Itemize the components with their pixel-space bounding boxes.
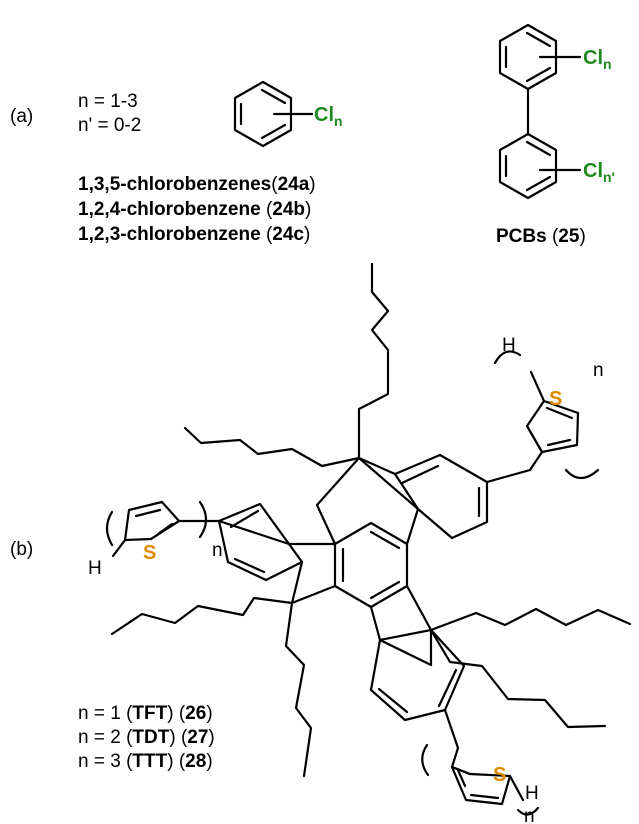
- variant-id: 27: [187, 727, 208, 748]
- sulfur-label-top: S: [549, 388, 562, 410]
- chlorine-label-bottom: Cln': [583, 160, 615, 185]
- variant-28: n = 3 (TTT) (28): [78, 751, 213, 772]
- variant-abbr: TDT: [132, 727, 169, 748]
- pcb-structure: Cln Cln': [498, 23, 615, 200]
- compound-24a: 1,3,5-chlorobenzenes(24a): [78, 174, 316, 195]
- compound-id: 24a: [278, 174, 310, 195]
- chlorine-symbol: Cl: [314, 104, 334, 126]
- pcb-label: PCBs (25): [496, 226, 586, 247]
- chlorine-label-top: Cln: [583, 47, 612, 72]
- variant-26: n = 1 (TFT) (26): [78, 703, 213, 724]
- pcb-name: PCBs: [496, 226, 547, 247]
- n-range: n = 1-3: [78, 91, 138, 112]
- compound-name: 1,3,5-chlorobenzenes: [78, 174, 271, 195]
- compound-name: 1,2,4-chlorobenzene: [78, 199, 261, 220]
- repeat-n-left: n: [212, 540, 223, 561]
- chlorine-subscript: n: [334, 113, 343, 129]
- pcb-id: 25: [558, 226, 580, 247]
- chlorine-symbol: Cl: [583, 160, 603, 182]
- compound-id: 24c: [272, 224, 304, 245]
- variant-abbr: TTT: [132, 751, 167, 772]
- panel-label-b: (b): [10, 539, 33, 560]
- chlorine-symbol: Cl: [583, 47, 603, 69]
- variant-id: 26: [185, 703, 206, 724]
- sulfur-label-bottom: S: [493, 764, 506, 786]
- compound-24c: 1,2,3-chlorobenzene (24c): [78, 224, 310, 245]
- variant-n: n = 3: [78, 751, 121, 772]
- hydrogen-label-top: H: [502, 335, 516, 356]
- chlorine-subscript: n: [603, 56, 612, 72]
- repeat-n-top: n: [593, 360, 604, 381]
- compound-24b: 1,2,4-chlorobenzene (24b): [78, 199, 311, 220]
- compound-name: 1,2,3-chlorobenzene: [78, 224, 261, 245]
- variant-abbr: TFT: [132, 703, 167, 724]
- variant-27: n = 2 (TDT) (27): [78, 727, 215, 748]
- panel-label-a: (a): [10, 106, 33, 127]
- compound-id: 24b: [272, 199, 305, 220]
- nprime-range: n' = 0-2: [78, 115, 141, 136]
- chlorobenzene-structure: Cln: [233, 80, 343, 148]
- repeat-n-bottom: n: [524, 806, 535, 824]
- hydrogen-label-left: H: [88, 558, 102, 579]
- chlorine-label-benzene: Cln: [314, 104, 343, 129]
- variant-n: n = 2: [78, 727, 121, 748]
- chlorine-subscript: n': [603, 169, 615, 185]
- truxene-structure: S S S H H H n n n: [88, 262, 632, 824]
- variant-id: 28: [185, 751, 206, 772]
- variant-n: n = 1: [78, 703, 121, 724]
- hydrogen-label-bottom: H: [525, 783, 539, 804]
- sulfur-label-left: S: [143, 542, 156, 564]
